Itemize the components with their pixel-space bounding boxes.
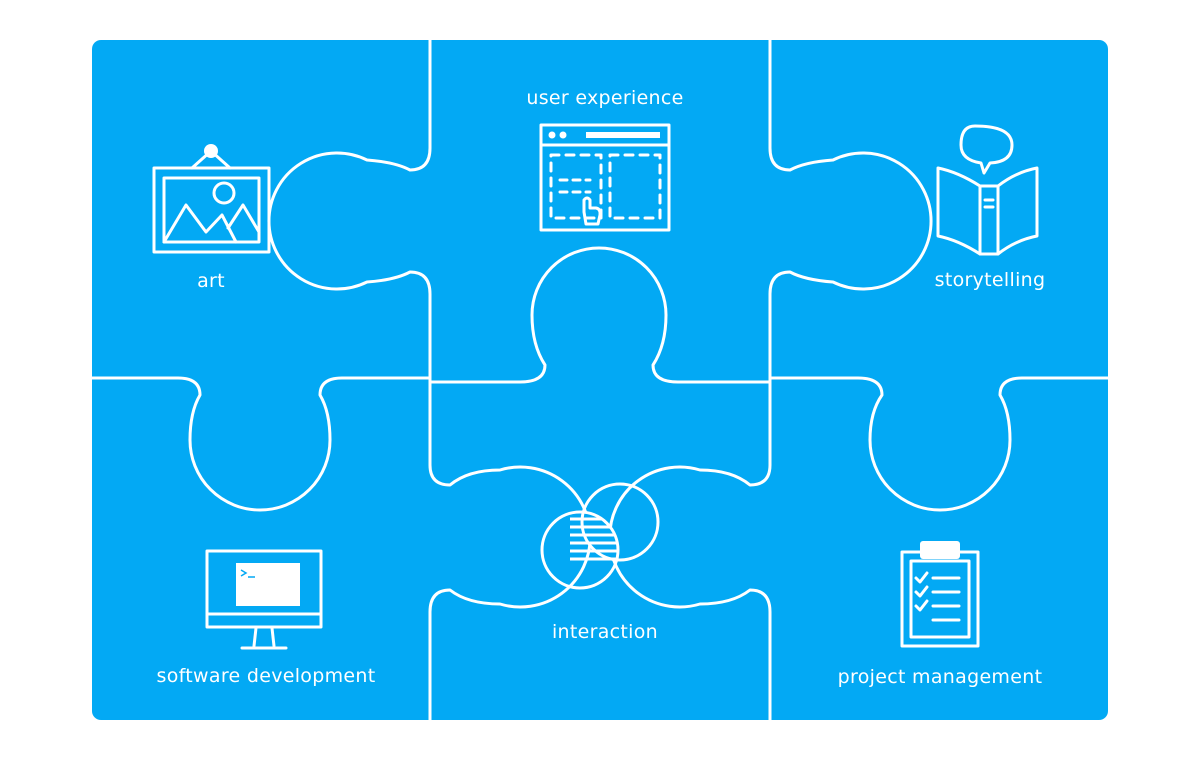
- label-project-management: project management: [837, 666, 1043, 688]
- label-interaction: interaction: [551, 621, 659, 643]
- label-user-experience: user experience: [526, 87, 684, 109]
- board-background: [92, 40, 1108, 720]
- framed-picture-icon: [152, 144, 271, 254]
- seam-horizontal-middle: [428, 246, 772, 384]
- seam-horizontal-right: [768, 376, 1110, 512]
- open-book-speech-icon: [936, 124, 1039, 256]
- label-software-development: software development: [156, 665, 376, 687]
- seam-horizontal-left: [90, 376, 432, 512]
- label-storytelling: storytelling: [934, 269, 1046, 291]
- clipboard-checklist-icon: [900, 541, 980, 648]
- computer-monitor-icon: [205, 549, 323, 650]
- seam-vertical-top-right: [768, 38, 933, 384]
- browser-wireframe-icon: [539, 123, 671, 232]
- label-art: art: [197, 270, 225, 292]
